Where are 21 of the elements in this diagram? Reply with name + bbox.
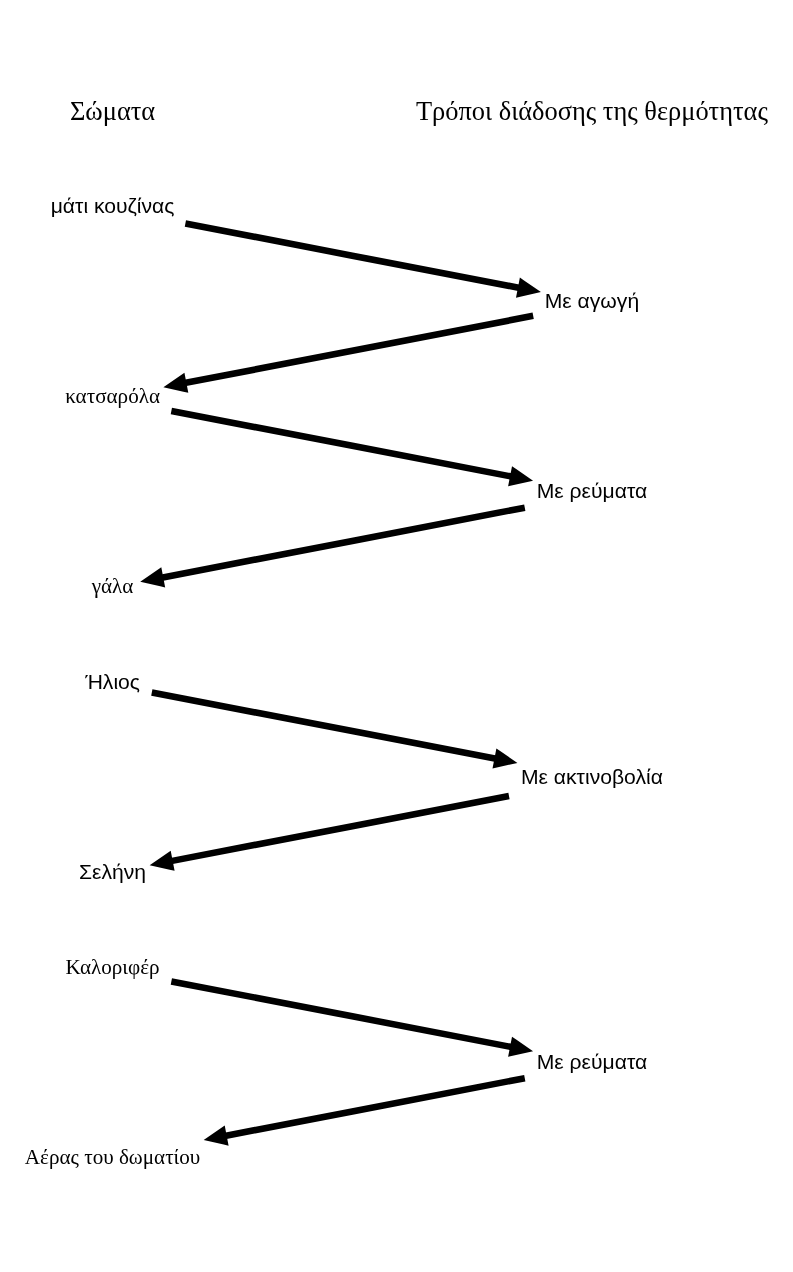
arrow xyxy=(149,792,510,871)
node-text: Καλοριφέρ xyxy=(65,954,160,979)
arrow xyxy=(163,312,534,393)
label: Τρόποι διάδοσης της θερμότητας xyxy=(415,95,768,126)
arrow xyxy=(151,689,518,769)
arrow xyxy=(140,504,526,588)
arrow xyxy=(170,407,534,487)
node-text: Ήλιος xyxy=(85,669,141,693)
node-text: μάτι κουζίνας xyxy=(50,194,175,218)
arrow xyxy=(170,978,534,1057)
node-text: Με αγωγή xyxy=(544,289,640,313)
node-text: Σελήνη xyxy=(79,859,147,883)
label: Σώματα xyxy=(69,95,156,126)
node-text: Με ρεύματα xyxy=(536,1049,648,1073)
node-text: Αέρας του δωματίου xyxy=(24,1144,201,1169)
node-text: Με ρεύματα xyxy=(536,479,648,503)
node-text: κατσαρόλα xyxy=(65,384,160,409)
node-text: Με ακτινοβολία xyxy=(521,764,663,788)
node-text: γάλα xyxy=(91,574,134,599)
arrow xyxy=(203,1074,526,1146)
arrow xyxy=(184,220,541,298)
